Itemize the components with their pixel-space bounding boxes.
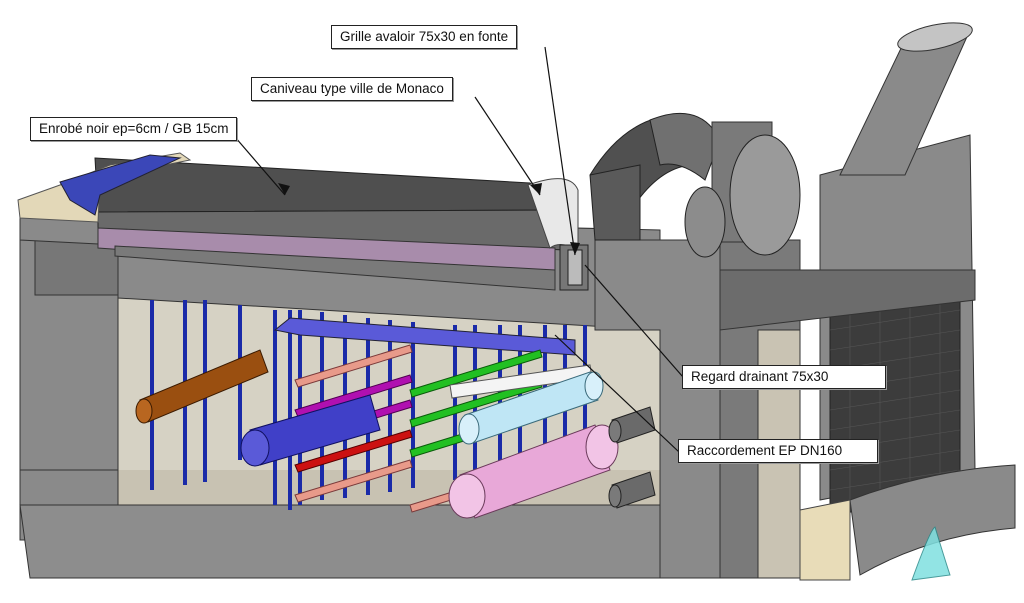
pipe-light-blue	[458, 371, 604, 445]
callout-grille: Grille avaloir 75x30 en fonte	[331, 25, 518, 49]
callout-enrobe: Enrobé noir ep=6cm / GB 15cm	[30, 117, 238, 141]
callout-raccordement: Raccordement EP DN160	[678, 439, 878, 463]
callout-caniveau: Caniveau type ville de Monaco	[251, 77, 453, 101]
pipe-brown	[135, 349, 269, 424]
disc-1	[684, 186, 726, 258]
bottom-slab	[19, 504, 666, 579]
disc-2	[729, 134, 801, 256]
blue-manifold	[273, 317, 576, 356]
curved-base	[849, 464, 1016, 576]
foundation-layer	[114, 245, 556, 291]
glass-piece	[911, 526, 951, 581]
pipe-pink	[448, 424, 619, 519]
leader-lines	[234, 46, 684, 453]
right-ledge	[719, 269, 976, 331]
callout-regard: Regard drainant 75x30	[682, 365, 886, 389]
pipe-gray-stubs	[608, 406, 656, 509]
blue-strip	[59, 154, 182, 216]
road-surface	[94, 157, 562, 213]
pipe-blue-large	[240, 394, 381, 467]
